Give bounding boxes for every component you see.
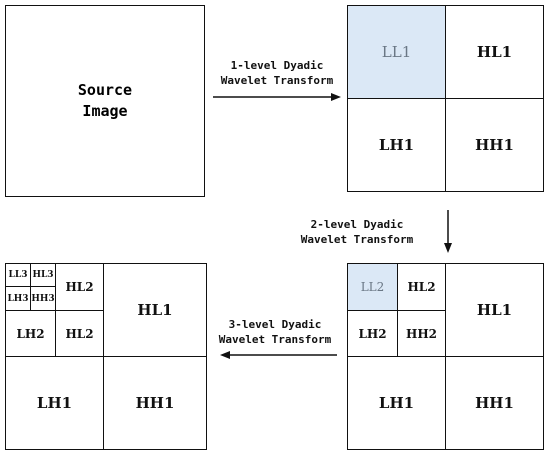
- arrow2-label: 2-level Dyadic Wavelet Transform: [290, 217, 424, 247]
- arrow1-label-line2: Wavelet Transform: [220, 74, 334, 87]
- arrow3-label: 3-level Dyadic Wavelet Transform: [207, 317, 343, 347]
- arrow1-right-arrow: [213, 93, 341, 101]
- arrow2-label-line2: Wavelet Transform: [300, 233, 414, 246]
- source-label-line1: Source: [77, 81, 133, 99]
- level3-hh1: HH1: [103, 356, 207, 450]
- source-label-line2: Image: [82, 102, 128, 120]
- arrow3-label-line2: Wavelet Transform: [218, 333, 332, 346]
- arrow2-label-line1: 2-level Dyadic: [310, 218, 404, 231]
- arrow1-label-line1: 1-level Dyadic: [230, 59, 324, 72]
- arrow3-left-arrow: [220, 351, 337, 359]
- arrow1-label: 1-level Dyadic Wavelet Transform: [210, 58, 344, 88]
- source-image-box: Source Image: [5, 5, 205, 197]
- level2-decomposition: LL2 HL2 LH2 HH2 HL1 LH1 HH1: [347, 263, 544, 450]
- level1-hh1: HH1: [445, 98, 544, 192]
- arrow2-down-arrow: [444, 210, 452, 253]
- level2-hh1: HH1: [445, 356, 544, 450]
- level3-decomposition: LL3 HL3 LH3 HH3 HL2 LH2 HL2 HL1 LH1 HH1: [5, 263, 207, 450]
- arrow3-label-line1: 3-level Dyadic: [228, 318, 322, 331]
- source-image-label: Source Image: [6, 80, 204, 122]
- level1-decomposition: LL1 HL1 LH1 HH1: [347, 5, 544, 192]
